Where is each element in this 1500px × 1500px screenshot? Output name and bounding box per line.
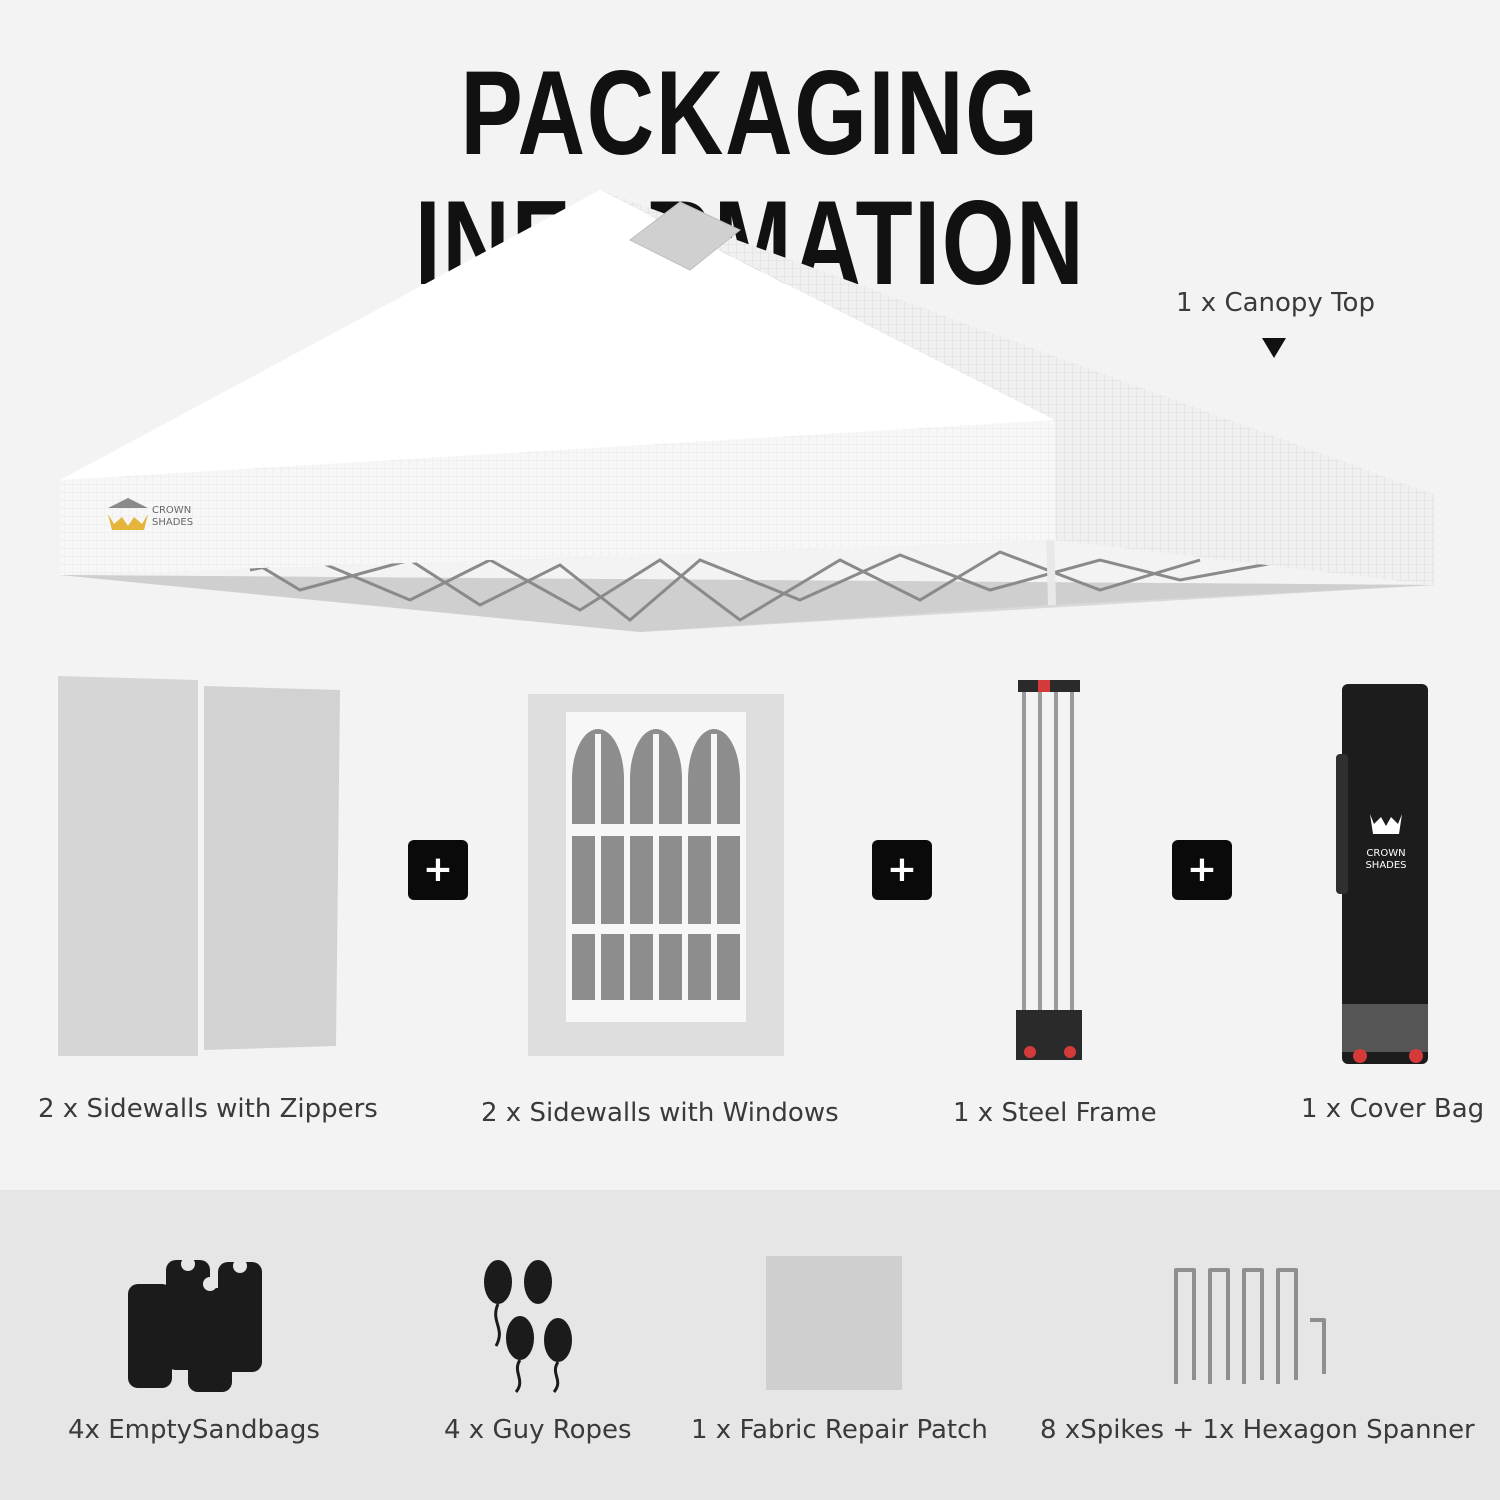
cover-bag-image: CROWN SHADES xyxy=(1336,684,1428,1064)
repair-patch-label: 1 x Fabric Repair Patch xyxy=(691,1415,988,1445)
canopy-top-image: CROWN SHADES xyxy=(60,190,1435,632)
crown-logo-icon xyxy=(1370,814,1402,834)
spikes-spanner-label: 8 xSpikes + 1x Hexagon Spanner xyxy=(1040,1415,1475,1445)
brand-line2: SHADES xyxy=(152,517,193,528)
sandbags-image xyxy=(128,1257,262,1392)
plus-icon: + xyxy=(408,840,468,900)
guy-ropes-label: 4 x Guy Ropes xyxy=(444,1415,632,1445)
arrow-down-icon xyxy=(1262,338,1286,358)
page-title: PACKAGING INFORMATION xyxy=(414,46,1086,310)
canopy-top-label: 1 x Canopy Top xyxy=(1176,288,1375,318)
sidewalls-windows-label: 2 x Sidewalls with Windows xyxy=(481,1098,839,1128)
spikes-spanner-image xyxy=(1174,1268,1326,1384)
guy-ropes-image xyxy=(484,1260,572,1393)
bag-brand-line2: SHADES xyxy=(1365,860,1406,871)
sidewalls-zippers-image xyxy=(58,676,340,1056)
crown-logo-icon xyxy=(108,498,148,530)
steel-frame-label: 1 x Steel Frame xyxy=(953,1098,1157,1128)
brand-line1: CROWN xyxy=(152,505,191,516)
sidewalls-zippers-label: 2 x Sidewalls with Zippers xyxy=(38,1094,378,1124)
cover-bag-label: 1 x Cover Bag xyxy=(1301,1094,1485,1124)
plus-icon: + xyxy=(872,840,932,900)
bag-brand-line1: CROWN xyxy=(1366,848,1405,859)
sandbags-label: 4x EmptySandbags xyxy=(68,1415,320,1445)
steel-frame-image xyxy=(1016,680,1082,1060)
sidewalls-windows-image xyxy=(528,694,784,1056)
plus-icon: + xyxy=(1172,840,1232,900)
repair-patch-image xyxy=(766,1256,902,1390)
